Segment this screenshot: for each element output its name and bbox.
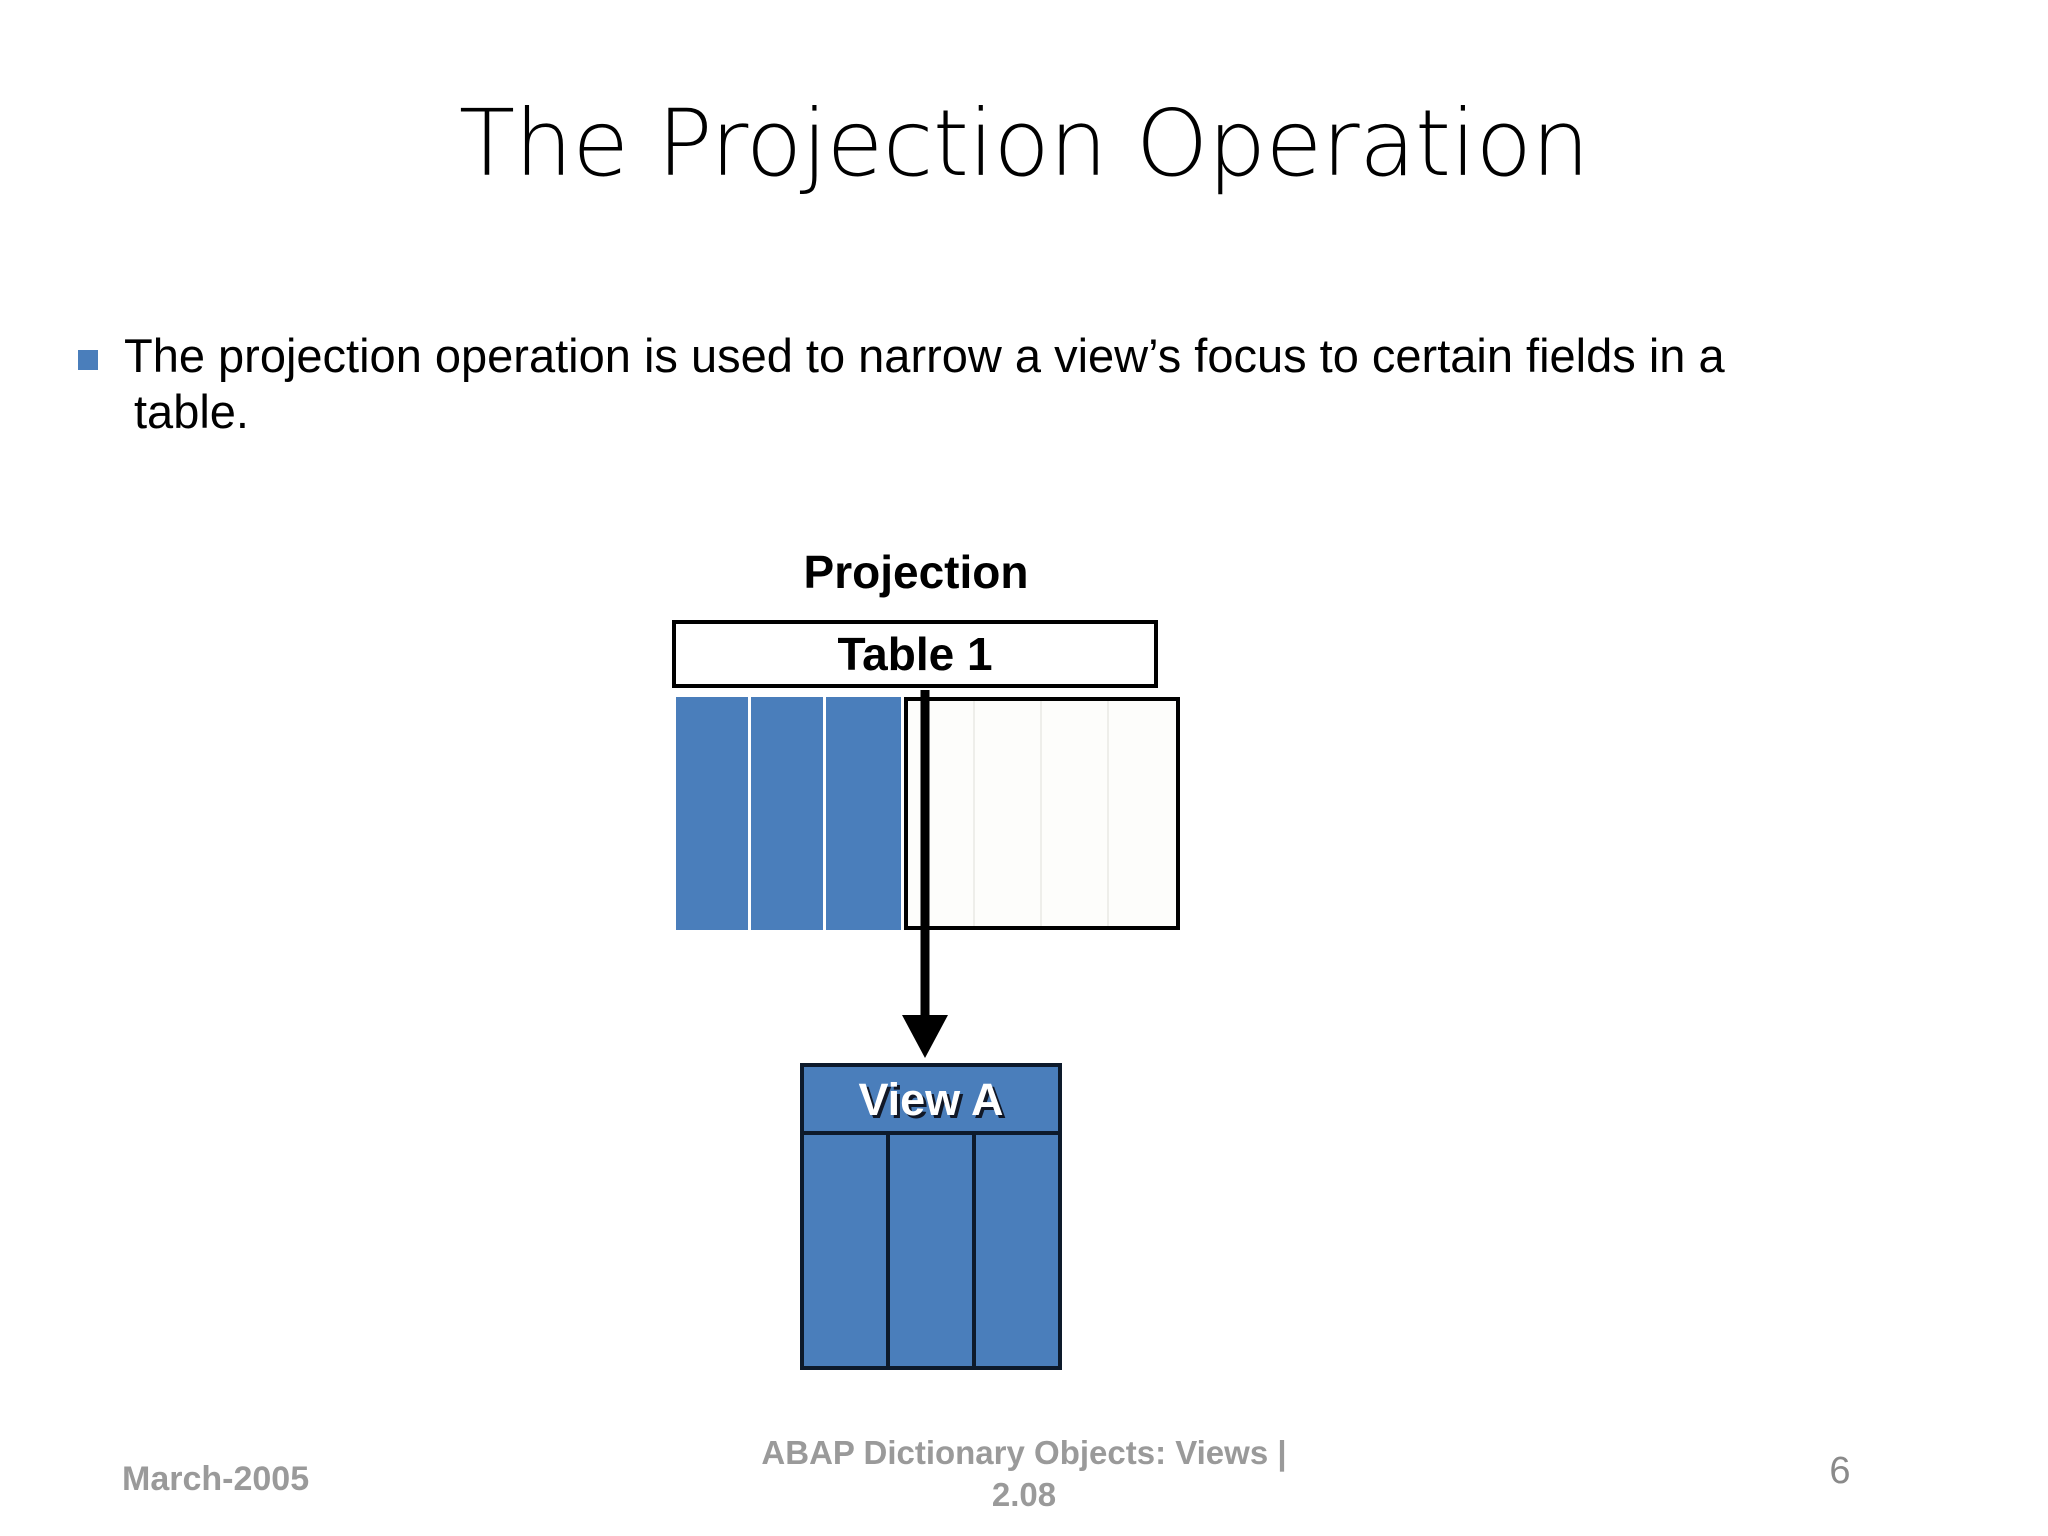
view-a-column [976, 1135, 1058, 1366]
table1-selected-column [751, 697, 826, 930]
down-arrow-icon [902, 690, 948, 1058]
view-a-header: View A [800, 1063, 1062, 1135]
bullet-line-1: The projection operation is used to narr… [124, 329, 1725, 382]
bullet-item-text: The projection operation is used to narr… [124, 328, 1725, 441]
slide-number: 6 [1829, 1450, 1851, 1492]
table1-unselected-column [908, 701, 975, 926]
footer-subtitle-line-2: 2.08 [991, 1476, 1057, 1514]
footer-subtitle-line-1: ABAP Dictionary Objects: Views | [761, 1434, 1287, 1471]
table1-selected-column [826, 697, 901, 930]
table1-unselected-column [1042, 701, 1109, 926]
footer-date: March-2005 [122, 1460, 310, 1498]
table1-unselected-columns [904, 697, 1180, 930]
table1-unselected-column [975, 701, 1042, 926]
view-a-box: View A [800, 1063, 1062, 1370]
table1-title: Table 1 [837, 628, 993, 680]
view-a-column [890, 1135, 976, 1366]
diagram-caption: Projection [803, 546, 1029, 598]
view-a-columns [800, 1135, 1062, 1370]
bullet-square-icon [78, 350, 98, 370]
table1-header-box: Table 1 [672, 620, 1158, 688]
bullet-line-2: table. [134, 385, 249, 439]
view-a-column [804, 1135, 890, 1366]
table1-columns [676, 697, 1180, 930]
bullet-list: The projection operation is used to narr… [78, 328, 1978, 441]
footer-subtitle: ABAP Dictionary Objects: Views | 2.08 [724, 1432, 1324, 1516]
view-a-title: View A [858, 1073, 1004, 1125]
table1-unselected-column [1109, 701, 1176, 926]
page-title: The Projection Operation [458, 90, 1590, 197]
table1-selected-column [676, 697, 751, 930]
